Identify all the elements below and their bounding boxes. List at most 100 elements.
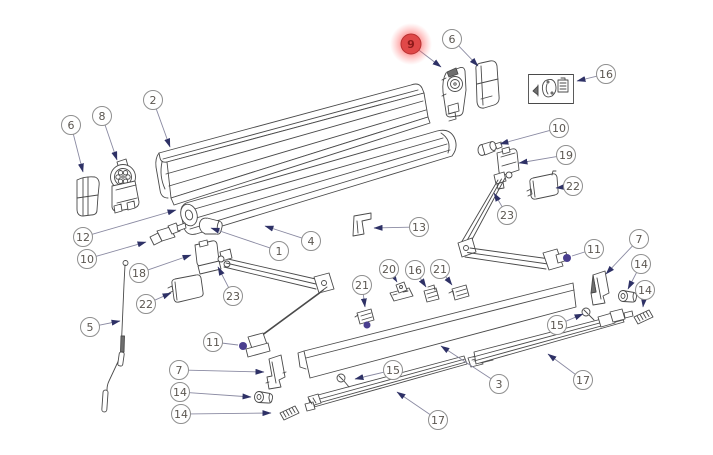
callout-14[interactable]: 14	[635, 280, 655, 300]
svg-text:10: 10	[552, 122, 566, 135]
callout-6[interactable]: 6	[61, 115, 81, 135]
callout-22[interactable]: 22	[563, 176, 583, 196]
callout-11[interactable]: 11	[203, 332, 223, 352]
part-case-profile[interactable]	[155, 83, 431, 206]
part-shoulder-bracket-right[interactable]	[493, 146, 520, 190]
svg-text:6: 6	[449, 33, 456, 46]
callout-20[interactable]: 20	[379, 259, 399, 279]
callout-15[interactable]: 15	[547, 315, 567, 335]
svg-text:22: 22	[139, 298, 153, 311]
pivot-pin-dot	[363, 321, 371, 329]
callout-2[interactable]: 2	[143, 90, 163, 110]
callout-14[interactable]: 14	[631, 254, 651, 274]
part-wall-bracket-13[interactable]	[352, 212, 372, 237]
leader-line-22	[154, 292, 172, 301]
leader-line-4	[264, 225, 303, 239]
part-roller-adapter[interactable]	[198, 217, 223, 236]
part-cylinder-14-right[interactable]	[618, 290, 638, 303]
callout-12[interactable]: 12	[73, 227, 93, 247]
leader-line-21	[360, 294, 367, 308]
leader-line-17	[396, 391, 431, 416]
part-clip-21-left[interactable]	[354, 308, 375, 325]
part-drive-bracket[interactable]	[441, 66, 467, 122]
callout-11[interactable]: 11	[584, 239, 604, 259]
part-clip-21-center[interactable]	[448, 284, 470, 301]
svg-text:3: 3	[496, 378, 503, 391]
part-screw-15-left[interactable]	[336, 373, 350, 388]
svg-text:11: 11	[587, 243, 601, 256]
leader-line-23	[217, 266, 230, 288]
part-roller-spigot-right[interactable]	[477, 141, 503, 156]
leader-line-6	[458, 45, 479, 67]
callout-4[interactable]: 4	[301, 231, 321, 251]
callout-5[interactable]: 5	[80, 317, 100, 337]
part-end-cap-right[interactable]	[475, 60, 500, 109]
pivot-pin-dot	[239, 342, 247, 350]
callout-17[interactable]: 17	[573, 370, 593, 390]
part-roller-tube[interactable]	[178, 129, 457, 235]
part-cover-right[interactable]	[526, 170, 559, 200]
leader-line-3	[440, 345, 492, 380]
callout-23[interactable]: 23	[497, 205, 517, 225]
callout-17[interactable]: 17	[428, 410, 448, 430]
part-cover-left[interactable]	[167, 274, 204, 303]
callout-8[interactable]: 8	[92, 106, 112, 126]
callout-7[interactable]: 7	[169, 360, 189, 380]
callout-16[interactable]: 16	[596, 64, 616, 84]
part-bracket-7-right[interactable]	[590, 270, 610, 306]
callout-15[interactable]: 15	[383, 360, 403, 380]
callout-14[interactable]: 14	[170, 382, 190, 402]
svg-text:13: 13	[412, 221, 426, 234]
callout-21[interactable]: 21	[352, 275, 372, 295]
part-gear-drive[interactable]	[110, 158, 140, 214]
part-roller-spigot-left[interactable]	[149, 222, 187, 246]
callout-1[interactable]: 1	[269, 241, 289, 261]
callout-16[interactable]: 16	[405, 260, 425, 280]
part-end-cap-left[interactable]	[76, 176, 100, 217]
leader-line-5	[99, 319, 121, 326]
svg-text:17: 17	[576, 374, 590, 387]
part-rail-rear[interactable]	[472, 308, 634, 365]
callout-18[interactable]: 18	[129, 263, 149, 283]
part-knurled-block-14-right[interactable]	[633, 309, 654, 325]
leader-line-11	[571, 251, 586, 257]
svg-text:11: 11	[206, 336, 220, 349]
part-knurled-block-14-left[interactable]	[279, 405, 300, 421]
svg-text:21: 21	[433, 263, 447, 276]
part-screw-15-right[interactable]	[581, 307, 595, 321]
svg-text:19: 19	[559, 149, 573, 162]
callout-21[interactable]: 21	[430, 259, 450, 279]
leader-line-23	[493, 192, 503, 208]
svg-text:18: 18	[132, 267, 146, 280]
part-bracket-7-left[interactable]	[265, 354, 287, 390]
callout-14[interactable]: 14	[171, 404, 191, 424]
callout-10[interactable]: 10	[77, 249, 97, 269]
leader-line-10	[499, 130, 550, 145]
callout-6[interactable]: 6	[442, 29, 462, 49]
part-fabric-sheet[interactable]	[297, 282, 577, 379]
callout-7[interactable]: 7	[629, 229, 649, 249]
callout-19[interactable]: 19	[556, 145, 576, 165]
part-crank-rod[interactable]	[101, 260, 129, 413]
callout-13[interactable]: 13	[409, 217, 429, 237]
callout-3[interactable]: 3	[489, 374, 509, 394]
svg-text:15: 15	[386, 364, 400, 377]
svg-text:6: 6	[68, 119, 75, 132]
part-mounting-bracket-18[interactable]	[194, 239, 233, 275]
callout-10[interactable]: 10	[549, 118, 569, 138]
part-hardware-kit-box[interactable]	[528, 74, 574, 104]
svg-text:23: 23	[500, 209, 514, 222]
part-arm-left[interactable]	[223, 258, 335, 358]
svg-text:16: 16	[599, 68, 613, 81]
leader-line-8	[104, 124, 118, 161]
leader-line-22	[555, 184, 565, 190]
part-clip-16[interactable]	[423, 284, 440, 303]
leader-line-12	[91, 209, 177, 235]
callout-9-highlighted[interactable]: 9	[390, 23, 432, 65]
callout-22[interactable]: 22	[136, 294, 156, 314]
part-cylinder-14-left[interactable]	[254, 391, 274, 404]
part-clip-20[interactable]	[389, 281, 414, 302]
callout-23[interactable]: 23	[223, 286, 243, 306]
